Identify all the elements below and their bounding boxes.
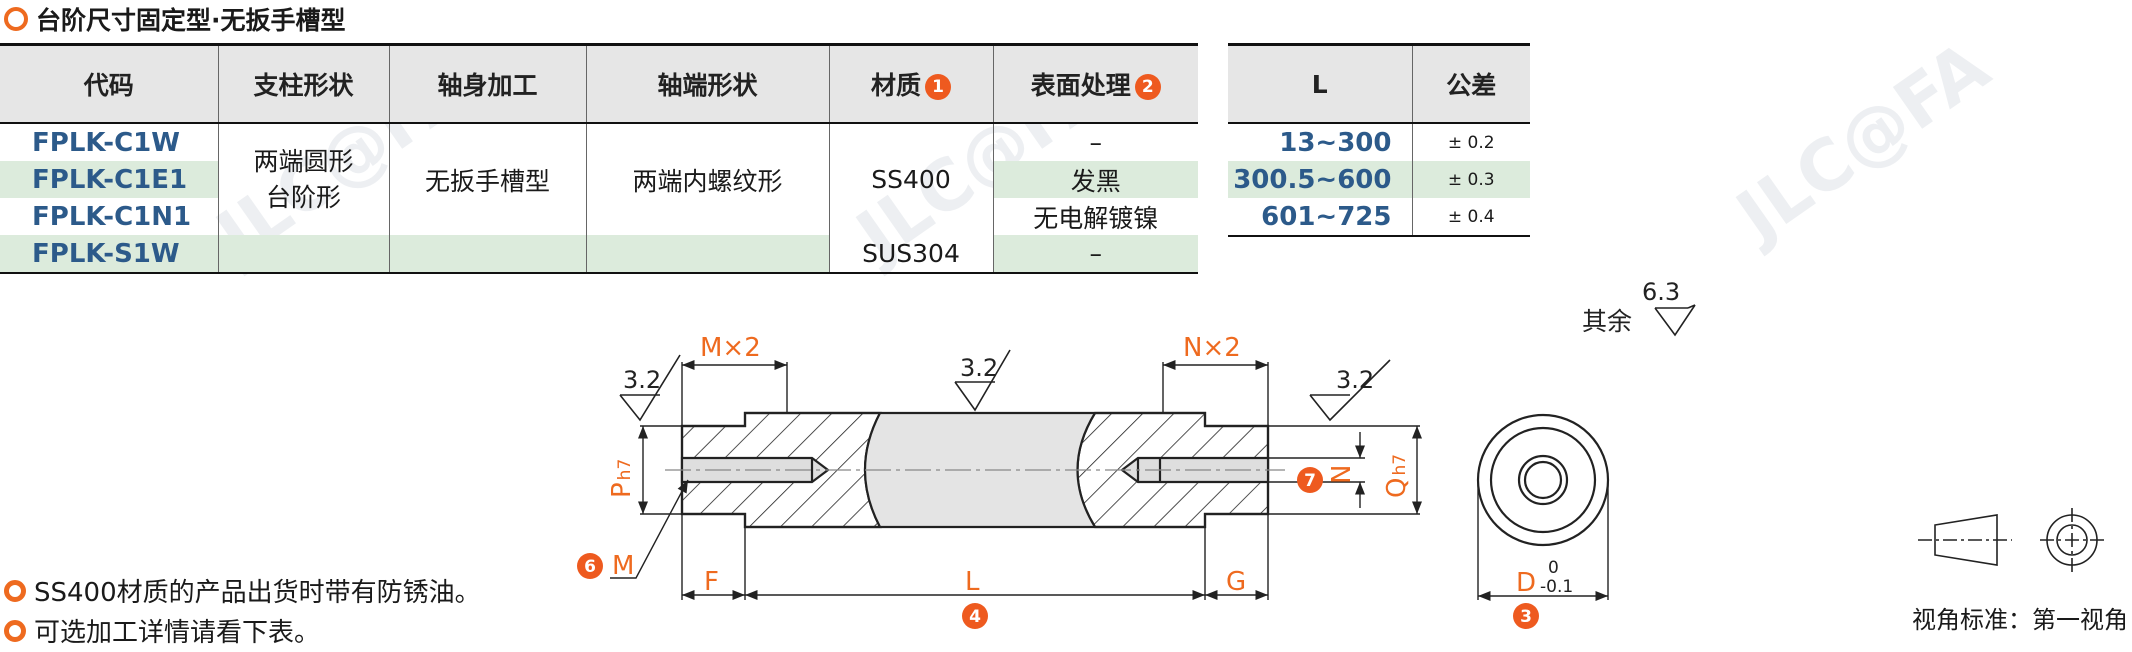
table-row: FPLK-C1N1 无电解镀镍 <box>0 198 1198 235</box>
length-range: 300.5~600 <box>1228 161 1413 198</box>
surface-cell: – <box>1089 128 1103 157</box>
roughness-label: 3.2 <box>960 354 998 382</box>
length-range: 601~725 <box>1228 198 1413 236</box>
circle-bullet-icon <box>4 7 28 31</box>
table-header-row: L 公差 <box>1228 44 1530 123</box>
header-end-shape: 轴端形状 <box>586 44 830 123</box>
product-code: FPLK-C1N1 <box>0 198 219 235</box>
dimension-label-n: N <box>1327 465 1357 484</box>
page-title: 台阶尺寸固定型·无扳手槽型 <box>4 2 346 36</box>
surface-cell: 无电解镀镍 <box>1033 203 1159 233</box>
dimension-label: M×2 <box>700 333 761 363</box>
length-range: 13~300 <box>1228 123 1413 161</box>
roughness-label: 3.2 <box>623 366 661 394</box>
roughness-label: 6.3 <box>1642 278 1680 306</box>
material-cell: SS400 <box>829 123 994 235</box>
tolerance-value: ± 0.4 <box>1447 206 1495 227</box>
header-pillar-shape: 支柱形状 <box>218 44 390 123</box>
header-tolerance: 公差 <box>1412 44 1530 123</box>
table-row: 601~725 ± 0.4 <box>1228 198 1530 236</box>
tolerance-value: ± 0.2 <box>1447 132 1495 153</box>
d-tolerance-lower: -0.1 <box>1540 577 1573 597</box>
roughness-label: 3.2 <box>1336 366 1374 394</box>
header-length: L <box>1228 44 1413 123</box>
view-standard: 视角标准：第一视角 <box>1912 606 2128 634</box>
dimension-label-m: M <box>612 551 634 581</box>
projection-symbol-icon <box>1918 508 2104 572</box>
table-row: FPLK-C1W 两端圆形 台阶形 无扳手槽型 两端内螺纹形 SS400 – <box>0 123 1198 235</box>
table-row: 13~300 ± 0.2 <box>1228 123 1530 161</box>
mark-6: 6 <box>577 553 603 579</box>
dimension-label-p: Ph7 <box>607 459 637 498</box>
mark-7: 7 <box>1297 467 1323 493</box>
mark-3: 3 <box>1513 603 1539 629</box>
surface-cell: 发黑 <box>993 161 1198 198</box>
d-tolerance-upper: 0 <box>1548 558 1559 578</box>
dimension-label-q: Qh7 <box>1382 454 1412 498</box>
note-item: SS400材质的产品出货时带有防锈油。 <box>4 572 481 609</box>
tolerance-table: L 公差 13~300 ± 0.2 300.5~600 ± 0.3 601~72… <box>1228 43 1530 237</box>
dimension-label-f: F <box>704 567 719 597</box>
surface-cell: – <box>993 235 1198 273</box>
header-shaft-processing: 轴身加工 <box>389 44 587 123</box>
shaft-processing-cell: 无扳手槽型 <box>389 123 587 235</box>
svg-text:6: 6 <box>584 557 596 577</box>
svg-text:4: 4 <box>969 607 981 627</box>
product-code: FPLK-S1W <box>0 235 219 273</box>
dimension-label-g: G <box>1226 567 1246 597</box>
product-code: FPLK-C1W <box>0 123 219 161</box>
other-surfaces-label: 其余 <box>1582 307 1632 336</box>
roughness-symbol <box>619 304 1696 422</box>
end-shape-cell: 两端内螺纹形 <box>586 123 830 235</box>
circle-bullet-icon <box>4 579 26 602</box>
dimension-label: N×2 <box>1183 333 1241 363</box>
header-code: 代码 <box>0 44 219 123</box>
svg-text:3: 3 <box>1520 607 1532 627</box>
product-code: FPLK-C1E1 <box>0 161 219 198</box>
note-mark-2: 2 <box>1134 74 1161 100</box>
table-row: FPLK-S1W SUS304 – <box>0 235 1198 273</box>
dimension-label-d: D <box>1516 568 1536 598</box>
note-item: 可选加工详情请看下表。 <box>4 612 320 649</box>
dimension-label-l: L <box>965 567 980 597</box>
material-cell: SUS304 <box>829 235 994 273</box>
part-end-view <box>1476 413 1610 547</box>
pillar-shape-cell: 两端圆形 台阶形 <box>218 123 390 235</box>
table-row: 300.5~600 ± 0.3 <box>1228 161 1530 198</box>
mark-4: 4 <box>962 603 988 629</box>
note-mark-1: 1 <box>925 74 951 100</box>
svg-text:7: 7 <box>1304 471 1316 491</box>
table-row: FPLK-C1E1 发黑 <box>0 161 1198 198</box>
tolerance-value: ± 0.3 <box>1412 161 1530 198</box>
circle-bullet-icon <box>4 619 26 642</box>
